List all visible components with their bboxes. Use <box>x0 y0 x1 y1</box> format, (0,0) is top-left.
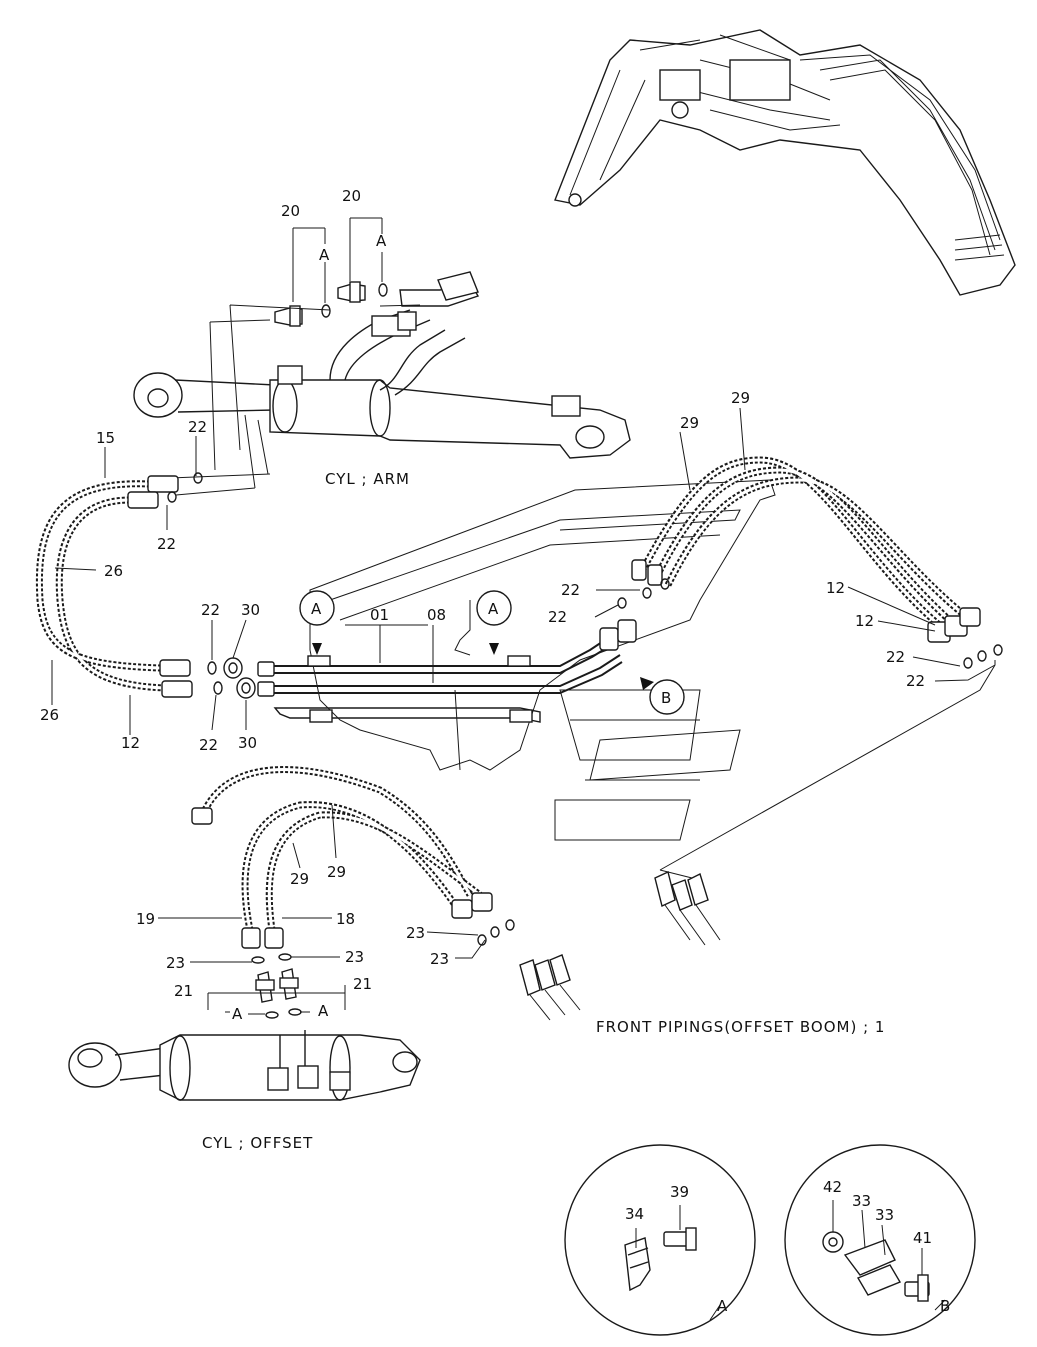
label-23: 23 <box>166 954 185 972</box>
callout-circle-a-right <box>476 590 512 626</box>
hose-group-left <box>35 472 203 698</box>
fitting-20-right <box>337 281 366 303</box>
o-ring-a-left <box>321 304 331 318</box>
label-21: 21 <box>174 982 193 1000</box>
o-ring-22-upper <box>207 661 217 675</box>
label-23: 23 <box>406 924 425 942</box>
label-22: 22 <box>188 418 207 436</box>
pipe-01 <box>265 639 609 674</box>
caption-cyl-arm: CYL ; ARM <box>325 470 410 488</box>
label-22: 22 <box>906 672 925 690</box>
label-12: 12 <box>855 612 874 630</box>
fittings-lower-right <box>654 871 721 946</box>
o-ring-a-lower-right <box>288 1008 302 1016</box>
label-41: 41 <box>913 1229 932 1247</box>
callout-circle-b <box>649 679 685 715</box>
label-20: 20 <box>342 187 361 205</box>
label-30: 30 <box>238 734 257 752</box>
label-29: 29 <box>327 863 346 881</box>
callout-circle-a-left <box>299 590 335 626</box>
label-26: 26 <box>40 706 59 724</box>
label-22: 22 <box>561 581 580 599</box>
pipe-08 <box>265 654 623 694</box>
detail-a-label: A <box>717 1297 728 1315</box>
fitting-21-left <box>255 971 275 1003</box>
detail-b-label: B <box>940 1297 950 1315</box>
excavator-front-overview <box>554 29 1016 296</box>
hose-group-lower <box>191 766 581 1021</box>
label-33: 33 <box>875 1206 894 1224</box>
label-a: A <box>232 1005 243 1023</box>
label-b-circled: B <box>661 689 671 707</box>
label-22: 22 <box>548 608 567 626</box>
label-30: 30 <box>241 601 260 619</box>
label-29: 29 <box>680 414 699 432</box>
label-19: 19 <box>136 910 155 928</box>
label-21: 21 <box>353 975 372 993</box>
label-15: 15 <box>96 429 115 447</box>
label-39: 39 <box>670 1183 689 1201</box>
label-a: A <box>318 1002 329 1020</box>
caption-cyl-offset: CYL ; OFFSET <box>202 1134 313 1152</box>
label-22: 22 <box>886 648 905 666</box>
label-33: 33 <box>852 1192 871 1210</box>
caption-main-title: FRONT PIPINGS(OFFSET BOOM) ; 1 <box>596 1018 885 1036</box>
label-29: 29 <box>731 389 750 407</box>
label-26: 26 <box>104 562 123 580</box>
washer-30-lower <box>236 677 256 699</box>
washer-30-upper <box>223 657 243 679</box>
label-34: 34 <box>625 1205 644 1223</box>
fitting-20-left <box>274 305 303 327</box>
label-22: 22 <box>201 601 220 619</box>
label-42: 42 <box>823 1178 842 1196</box>
o-ring-a-lower-left <box>265 1011 279 1019</box>
callout-labels: 20 20 A A 15 22 22 26 26 12 22 30 22 30 … <box>40 187 932 1247</box>
hose-group-right <box>599 456 1003 669</box>
detail-a-circle <box>564 1144 756 1336</box>
o-ring-22-lower <box>213 681 223 695</box>
label-29: 29 <box>290 870 309 888</box>
label-a: A <box>376 232 387 250</box>
label-a: A <box>319 246 330 264</box>
label-12: 12 <box>121 734 140 752</box>
label-a-circled: A <box>488 600 499 618</box>
o-ring-23-left <box>251 956 265 964</box>
label-20: 20 <box>281 202 300 220</box>
o-ring-a-right <box>378 283 388 297</box>
label-23: 23 <box>345 948 364 966</box>
offset-cylinder <box>68 1030 421 1101</box>
detail-b-circle <box>784 1144 976 1336</box>
boom-structure <box>309 479 776 841</box>
label-22: 22 <box>199 736 218 754</box>
label-22: 22 <box>157 535 176 553</box>
label-12: 12 <box>826 579 845 597</box>
label-18: 18 <box>336 910 355 928</box>
o-ring-23-right <box>278 953 292 961</box>
arm-cylinder <box>133 271 631 459</box>
label-08: 08 <box>427 606 446 624</box>
label-01: 01 <box>370 606 389 624</box>
fitting-21-right <box>279 968 299 1000</box>
label-23: 23 <box>430 950 449 968</box>
label-a-circled: A <box>311 600 322 618</box>
